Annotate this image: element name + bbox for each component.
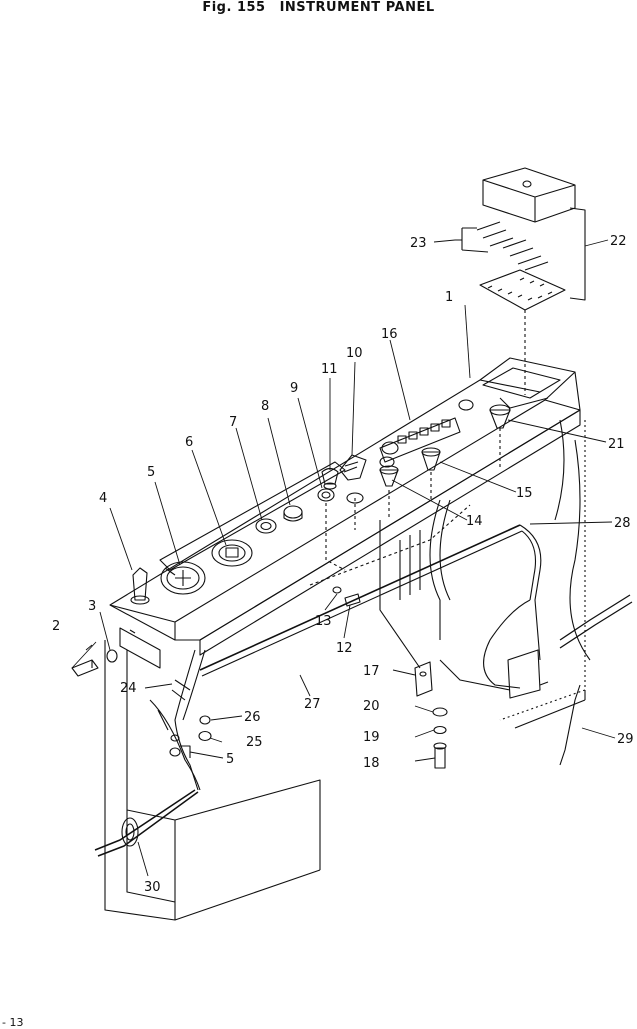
callout-12: 12	[336, 641, 353, 656]
cabinet-frame	[104, 420, 586, 921]
fuse-box	[455, 167, 586, 395]
callout-24: 24	[120, 681, 137, 696]
wiring-harness	[94, 419, 633, 857]
callout-5-lower: 5	[226, 752, 234, 767]
callout-5: 5	[147, 465, 155, 480]
callout-30: 30	[144, 880, 161, 895]
callout-7: 7	[229, 415, 237, 430]
hardware-parts	[71, 586, 448, 769]
callout-20: 20	[363, 699, 380, 714]
callout-8: 8	[261, 399, 269, 414]
callout-13: 13	[315, 614, 332, 629]
callout-18: 18	[363, 756, 380, 771]
callout-17: 17	[363, 664, 380, 679]
figure-number: Fig. 155	[202, 0, 266, 15]
callout-labels: 1 2 3 4 5 6 7 8 9 10 11 12 13 14 15 16 1…	[52, 234, 634, 895]
panel-housing	[109, 357, 581, 669]
callout-1: 1	[445, 290, 453, 305]
callout-11: 11	[321, 362, 338, 377]
callout-19: 19	[363, 730, 380, 745]
page-number-fragment: - 13	[2, 1016, 24, 1029]
callout-6: 6	[185, 435, 193, 450]
callout-16: 16	[381, 327, 398, 342]
callout-26: 26	[244, 710, 261, 725]
panel-instruments	[130, 399, 511, 605]
callout-10: 10	[346, 346, 363, 361]
callout-22: 22	[610, 234, 627, 249]
callout-14: 14	[466, 514, 483, 529]
figure-caption: INSTRUMENT PANEL	[279, 0, 435, 15]
callout-2: 2	[52, 619, 60, 634]
leader-lines	[71, 239, 616, 877]
callout-28: 28	[614, 516, 631, 531]
callout-3: 3	[88, 599, 96, 614]
callout-23: 23	[410, 236, 427, 251]
callout-25: 25	[246, 735, 263, 750]
callout-27: 27	[304, 697, 321, 712]
callout-21: 21	[608, 437, 625, 452]
callout-15: 15	[516, 486, 533, 501]
figure-title: Fig. 155 INSTRUMENT PANEL	[0, 0, 637, 15]
callout-9: 9	[290, 381, 298, 396]
callout-4: 4	[99, 491, 107, 506]
callout-29: 29	[617, 732, 634, 747]
